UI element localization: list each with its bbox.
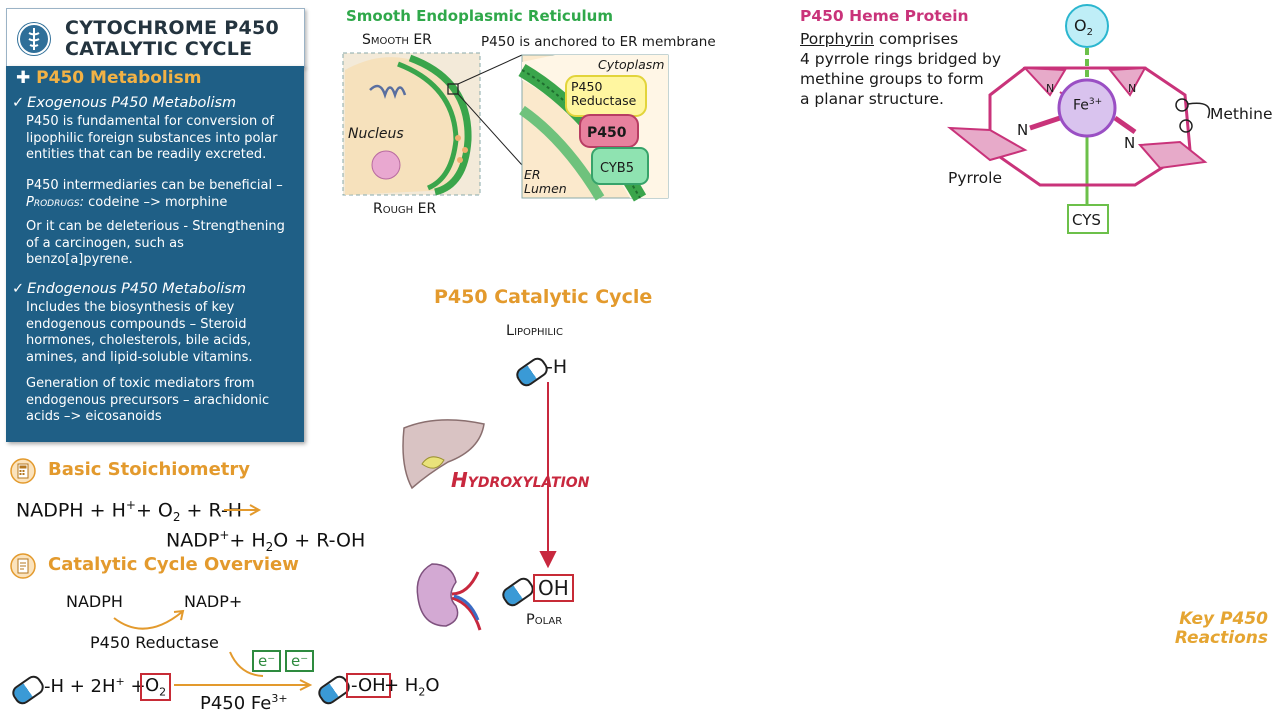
endo-text: Includes the biosynthesis of key endogen…	[26, 300, 253, 365]
heme-description: Porphyrin comprises 4 pyrrole rings brid…	[800, 30, 1002, 108]
cyb5-label: CYB5	[600, 161, 634, 176]
kidney-icon	[416, 563, 482, 631]
plus-icon: ✚	[16, 68, 31, 88]
stoich-equation-1: NADPH + H++ O2 + R-H	[16, 498, 243, 525]
exo-text: P450 is fundamental for conversion of li…	[26, 114, 278, 162]
hydroxyl-box: -OH	[346, 673, 391, 698]
er-cell-diagram	[342, 52, 669, 202]
polar-oh-box: OH	[533, 574, 574, 602]
nadp-label: NADP+	[184, 592, 243, 611]
intermediaries-text: P450 intermediaries can be beneficial –	[26, 178, 283, 193]
overview-reaction-arrow	[174, 679, 313, 691]
electron-box-2: e⁻	[285, 650, 315, 672]
polar-label: Polar	[526, 612, 563, 628]
hydroxylation-label: Hydroxylation	[451, 468, 590, 492]
hydroxylation-arrow	[539, 382, 557, 569]
cys-label: CYS	[1072, 211, 1101, 229]
substrate-line: -H + 2H+ +	[44, 675, 146, 697]
title-card: CYTOCHROME P450 CATALYTIC CYCLE	[6, 8, 305, 68]
cycle-title: P450 Catalytic Cycle	[434, 286, 653, 308]
electron-arrow	[229, 651, 264, 677]
smooth-er-label: Smooth ER	[362, 32, 432, 48]
nadph-arrow	[113, 609, 185, 630]
heme-structure	[946, 4, 1211, 234]
nucleus-label: Nucleus	[348, 126, 404, 142]
check-icon: ✓	[12, 95, 25, 111]
overview-title: Catalytic Cycle Overview	[48, 554, 299, 575]
electron-box-1: e⁻	[252, 650, 282, 672]
capsule-icon	[499, 574, 537, 610]
stoich-equation-2: NADP++ H2O + R-OH	[166, 528, 366, 555]
panel-heading: ✚ P450 Metabolism	[16, 68, 202, 88]
lipophilic-label: Lipophilic	[506, 323, 563, 339]
notepad-icon	[10, 553, 36, 583]
reaction-arrow	[224, 504, 262, 516]
pyrrole-label: Pyrrole	[948, 169, 1002, 187]
exo-title: ✓Exogenous P450 Metabolism	[12, 95, 237, 111]
page-title: CYTOCHROME P450 CATALYTIC CYCLE	[65, 17, 280, 60]
calculator-icon	[10, 458, 36, 488]
enzyme-label: P450 Fe3+	[200, 692, 288, 714]
nitrogen-label-4: N	[1124, 134, 1136, 152]
heme-title: P450 Heme Protein	[800, 7, 969, 25]
substrate-h: -H	[546, 356, 568, 378]
endo-title: ✓Endogenous P450 Metabolism	[12, 281, 246, 297]
stoich-title: Basic Stoichiometry	[48, 459, 250, 480]
nitrogen-label-3: N	[1017, 121, 1029, 139]
ser-title: Smooth Endoplasmic Reticulum	[346, 7, 613, 25]
prodrug-line: Prodrugs: codeine –> morphine	[26, 195, 228, 210]
anchored-label: P450 is anchored to ER membrane	[481, 34, 716, 50]
nadph-label: NADPH	[66, 592, 123, 611]
p450-protein-label: P450	[587, 125, 627, 141]
oxygen-box: O2	[140, 673, 172, 701]
check-icon: ✓	[12, 281, 25, 297]
reductase-protein-label: P450 Reductase	[571, 79, 637, 108]
capsule-icon	[9, 672, 47, 708]
nitrogen-label-2: N	[1128, 82, 1137, 95]
key-reactions-label: Key P450 Reactions	[1174, 609, 1268, 648]
reductase-label: P450 Reductase	[90, 633, 219, 652]
cytoplasm-label: Cytoplasm	[598, 57, 665, 72]
fe-label: Fe3+	[1073, 97, 1103, 114]
liver-icon	[402, 419, 485, 490]
caduceus-icon	[17, 22, 51, 56]
rough-er-label: Rough ER	[373, 201, 437, 217]
deleterious-text: Or it can be deleterious - Strengthening…	[26, 219, 285, 267]
toxic-text: Generation of toxic mediators from endog…	[26, 376, 270, 424]
heme-o2-label: O2	[1074, 16, 1093, 39]
water-product: + H2O	[384, 675, 440, 699]
nitrogen-label-1: N	[1046, 82, 1055, 95]
methine-label: Methine	[1210, 105, 1273, 123]
er-lumen-label: ER Lumen	[524, 167, 567, 196]
metabolism-panel: ✚ P450 Metabolism ✓Exogenous P450 Metabo…	[6, 66, 304, 442]
